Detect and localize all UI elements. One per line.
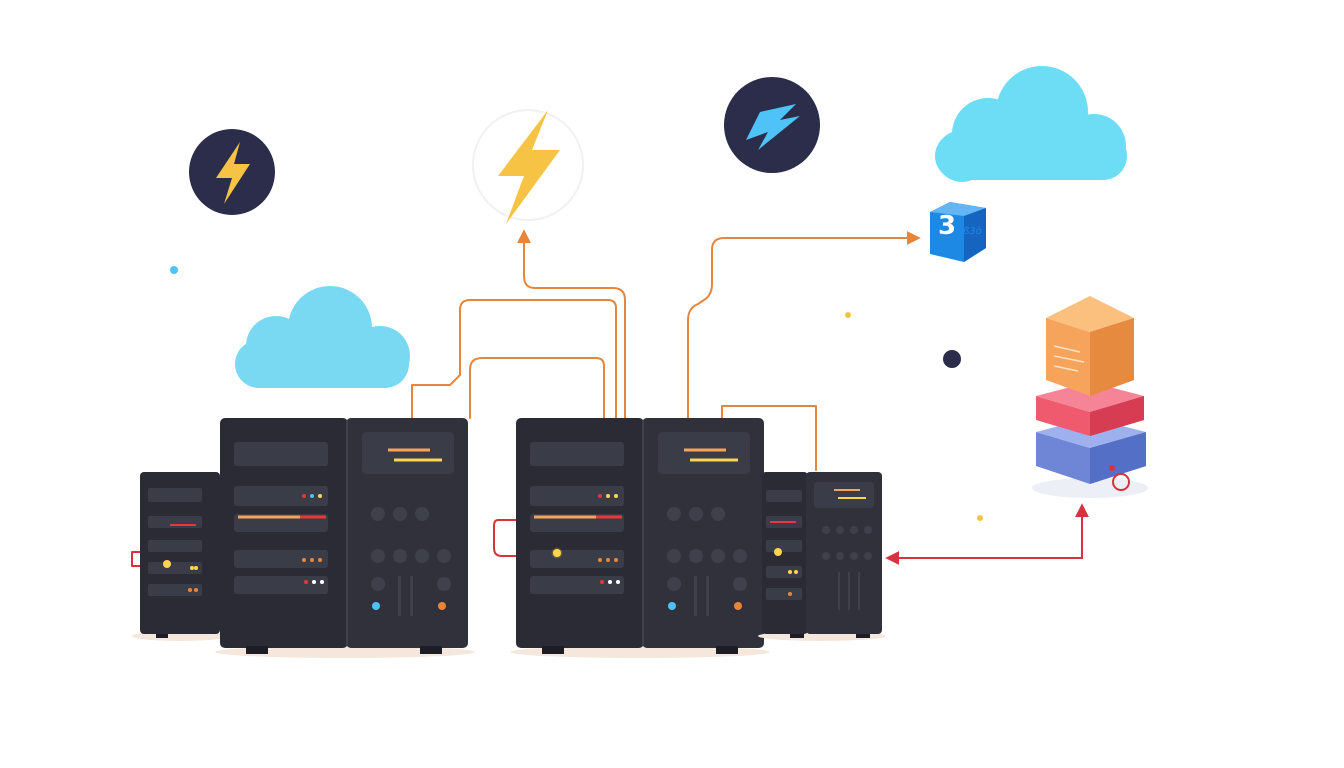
cube-badge [930,202,986,262]
server-rack-right-small [758,472,886,641]
server-rack-left-small [132,472,228,641]
lightning-badge-right [724,77,820,173]
lightning-icon [498,110,560,224]
connector-db-to-server [885,503,1089,565]
connector-server-b [469,357,605,419]
lightning-badge-left [189,129,275,215]
decor-dot [943,350,961,368]
lightning-icon [746,104,800,150]
database-stack [1032,296,1148,498]
cloud-left [235,286,410,388]
server-rack-center-main [510,418,770,658]
connector-loop-left [493,519,556,557]
decor-dot [977,515,983,521]
connector-server-c [721,405,817,471]
connector-server-a [411,299,617,419]
connector-to-lightning [517,229,626,419]
decor-dot [845,312,851,318]
server-rack-left-main [215,418,475,658]
connector-to-cube [687,231,921,419]
lightning-standalone [472,109,584,224]
lightning-icon [216,142,250,204]
cloud-top-right [935,66,1127,182]
decor-dot [170,266,178,274]
